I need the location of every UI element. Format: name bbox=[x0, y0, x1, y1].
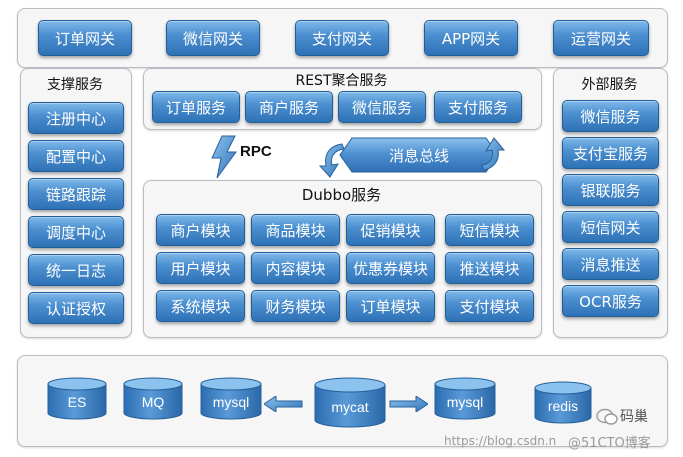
rest-item-order[interactable]: 订单服务 bbox=[152, 91, 240, 123]
storage-label: mysql bbox=[446, 394, 484, 410]
dubbo-module[interactable]: 商户模块 bbox=[156, 214, 245, 246]
support-item-registry[interactable]: 注册中心 bbox=[28, 102, 124, 134]
dubbo-module[interactable]: 短信模块 bbox=[445, 214, 534, 246]
dubbo-module[interactable]: 支付模块 bbox=[445, 290, 534, 322]
message-bus-label[interactable]: 消息总线 bbox=[388, 147, 449, 165]
dubbo-module[interactable]: 推送模块 bbox=[445, 252, 534, 284]
watermark-site: @51CTO博客 bbox=[568, 436, 651, 451]
gateway-order[interactable]: 订单网关 bbox=[38, 20, 132, 56]
external-item-ocr[interactable]: OCR服务 bbox=[562, 285, 659, 317]
arrow-left-icon bbox=[264, 396, 303, 412]
mycat-database-icon[interactable]: mycat bbox=[314, 377, 386, 429]
dubbo-title: Dubbo服务 bbox=[301, 186, 382, 204]
external-item-wechat[interactable]: 微信服务 bbox=[562, 100, 659, 132]
watermark-url: https://blog.csdn.n bbox=[444, 434, 557, 448]
arrow-right-icon bbox=[389, 396, 428, 412]
dubbo-module[interactable]: 商品模块 bbox=[251, 214, 340, 246]
gateway-pay[interactable]: 支付网关 bbox=[295, 20, 389, 56]
rest-item-pay[interactable]: 支付服务 bbox=[434, 91, 522, 123]
storage-label: mycat bbox=[331, 399, 369, 415]
dubbo-module[interactable]: 订单模块 bbox=[346, 290, 435, 322]
mysql-database-icon[interactable]: mysql bbox=[434, 377, 496, 421]
dubbo-module[interactable]: 财务模块 bbox=[251, 290, 340, 322]
es-database-icon[interactable]: ES bbox=[47, 377, 107, 421]
support-item-tracing[interactable]: 链路跟踪 bbox=[28, 178, 124, 210]
bus-curve-arrow-up-icon bbox=[481, 137, 506, 171]
dubbo-module[interactable]: 优惠券模块 bbox=[346, 252, 435, 284]
mq-database-icon[interactable]: MQ bbox=[123, 377, 183, 421]
external-item-unionpay[interactable]: 银联服务 bbox=[562, 174, 659, 206]
storage-label: ES bbox=[67, 394, 87, 410]
watermark-brand: 码巢 bbox=[620, 409, 648, 425]
gateway-wechat[interactable]: 微信网关 bbox=[166, 20, 260, 56]
bus-curve-arrow-down-icon bbox=[318, 143, 345, 178]
rest-item-merchant[interactable]: 商户服务 bbox=[245, 91, 333, 123]
dubbo-module[interactable]: 系统模块 bbox=[156, 290, 245, 322]
rest-title: REST聚合服务 bbox=[295, 73, 388, 89]
wechat-logo-icon bbox=[596, 408, 618, 425]
message-bus-shape bbox=[339, 137, 499, 173]
storage-label: mysql bbox=[212, 394, 250, 410]
dubbo-module[interactable]: 促销模块 bbox=[346, 214, 435, 246]
external-title: 外部服务 bbox=[581, 77, 638, 93]
external-item-push[interactable]: 消息推送 bbox=[562, 248, 659, 280]
rest-item-wechat[interactable]: 微信服务 bbox=[338, 91, 426, 123]
gateway-app[interactable]: APP网关 bbox=[424, 20, 518, 56]
redis-database-icon[interactable]: redis bbox=[534, 381, 592, 425]
gateway-ops[interactable]: 运营网关 bbox=[553, 20, 649, 56]
external-item-sms-gateway[interactable]: 短信网关 bbox=[562, 211, 659, 243]
support-item-logging[interactable]: 统一日志 bbox=[28, 254, 124, 286]
dubbo-module[interactable]: 内容模块 bbox=[251, 252, 340, 284]
storage-label: MQ bbox=[141, 394, 165, 410]
external-item-alipay[interactable]: 支付宝服务 bbox=[562, 137, 659, 169]
mysql-database-icon[interactable]: mysql bbox=[200, 377, 262, 421]
support-item-auth[interactable]: 认证授权 bbox=[28, 292, 124, 324]
support-item-scheduler[interactable]: 调度中心 bbox=[28, 216, 124, 248]
storage-label: redis bbox=[547, 398, 579, 414]
support-item-config[interactable]: 配置中心 bbox=[28, 140, 124, 172]
rpc-arrow-icon bbox=[211, 135, 237, 179]
rpc-label: RPC bbox=[240, 143, 272, 160]
support-title: 支撑服务 bbox=[47, 77, 103, 93]
dubbo-module[interactable]: 用户模块 bbox=[156, 252, 245, 284]
